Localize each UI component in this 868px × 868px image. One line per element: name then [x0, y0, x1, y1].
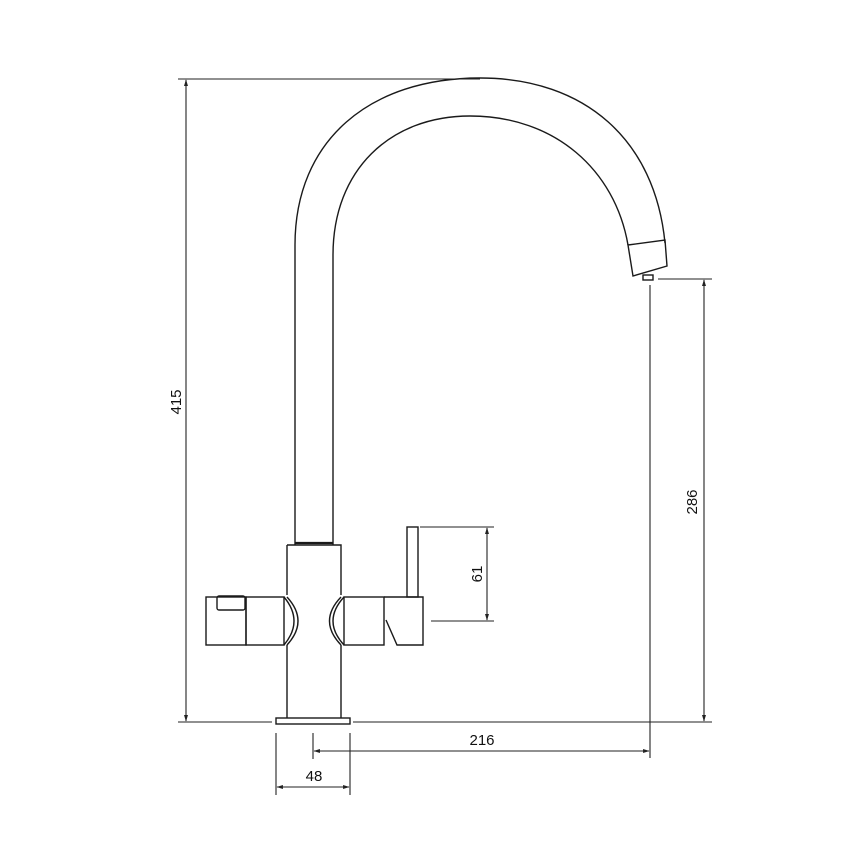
left-handle-button	[216, 595, 246, 611]
spout-inner-curve	[332, 115, 629, 545]
dimension-spout-clearance: 286	[353, 278, 712, 758]
tap-body	[286, 544, 342, 595]
lever-handle	[406, 526, 419, 598]
spout-outer-curve	[294, 77, 666, 545]
left-handle	[205, 596, 247, 646]
label-216: 216	[469, 732, 494, 749]
faucet-outline	[205, 77, 668, 725]
dimension-spout-reach: 216	[312, 732, 650, 759]
dimension-base-width: 48	[275, 733, 351, 795]
dimension-overall-height: 415	[168, 78, 480, 723]
label-415: 415	[168, 389, 185, 414]
dimension-handle-height: 61	[420, 526, 494, 622]
spout-aerator	[627, 239, 668, 277]
spout-nozzle	[642, 274, 654, 281]
label-286: 286	[684, 489, 701, 514]
right-handle	[343, 596, 385, 646]
base-plate	[275, 717, 351, 725]
label-61: 61	[469, 566, 486, 583]
label-48: 48	[306, 768, 323, 785]
